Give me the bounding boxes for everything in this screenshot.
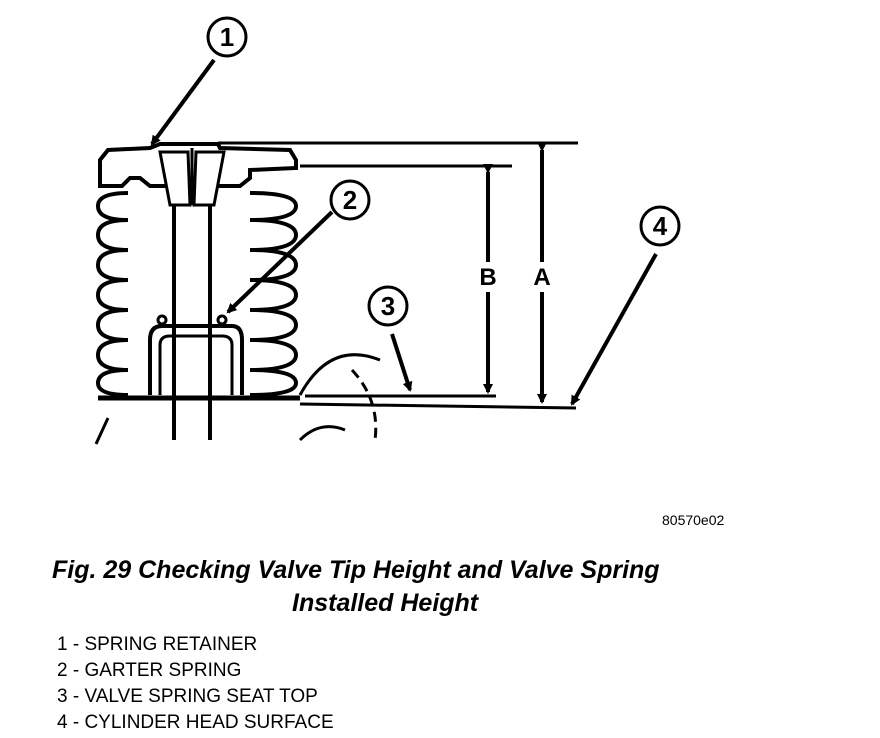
callout-2-arrow (226, 210, 334, 314)
stem-seal (148, 324, 244, 395)
garter-spring-left (156, 314, 168, 326)
legend-item: 2 - GARTER SPRING (57, 660, 242, 681)
dimension-b-label: B (479, 264, 496, 291)
figure-caption: Fig. 29 Checking Valve Tip Height and Va… (52, 554, 752, 620)
legend: 1 - SPRING RETAINER 2 - GARTER SPRING 3 … (57, 632, 334, 736)
callout-1-arrow (150, 58, 216, 146)
port-outline (298, 353, 381, 396)
caption-line-1: Fig. 29 Checking Valve Tip Height and Va… (52, 556, 660, 584)
figure-code: 80570e02 (662, 512, 725, 528)
callout-1-label: 1 (220, 22, 234, 52)
dimension-a-label: A (533, 264, 550, 291)
valve-keeper (158, 150, 192, 207)
spring-coil-right (249, 191, 299, 397)
callout-4-arrow (570, 253, 658, 406)
legend-item: 1 - SPRING RETAINER (57, 634, 258, 655)
callout-3-arrow (390, 333, 413, 392)
callout-3-circle (367, 285, 409, 327)
legend-item: 4 - CYLINDER HEAD SURFACE (57, 712, 334, 733)
callout-3-label: 3 (381, 291, 395, 321)
callout-4-label: 4 (653, 211, 668, 241)
callout-4-circle (639, 205, 681, 247)
legend-item: 3 - VALVE SPRING SEAT TOP (57, 686, 318, 707)
caption-line-2: Installed Height (292, 589, 479, 617)
callout-1-circle (206, 16, 248, 58)
spring-coil-left (95, 191, 129, 397)
garter-spring-right (216, 314, 228, 326)
callout-2-circle (329, 179, 371, 221)
valve-spring-diagram: A B 1 2 3 4 (94, 16, 681, 445)
callout-2-label: 2 (343, 185, 357, 215)
